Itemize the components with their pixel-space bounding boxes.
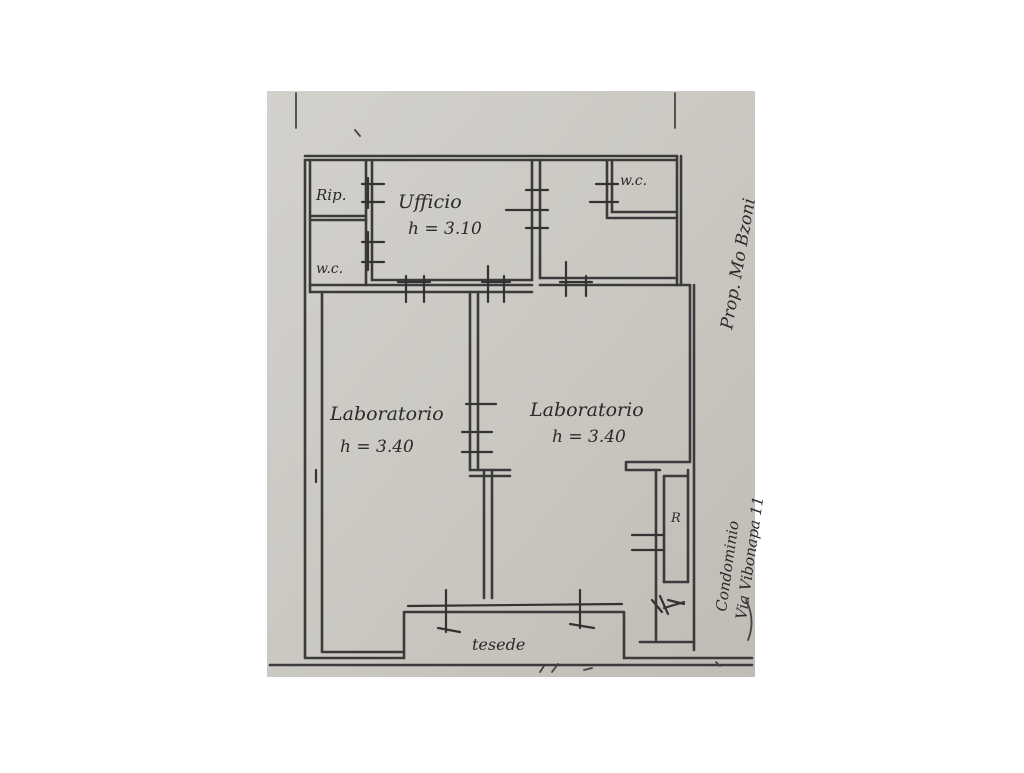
ink-scribble [539, 594, 753, 673]
label-laboratorio-right-height: h = 3.40 [552, 427, 626, 447]
label-wc-right: w.c. [620, 173, 647, 189]
label-laboratorio-left-height: h = 3.40 [340, 437, 414, 457]
ink-speck [354, 129, 361, 137]
label-tesede: tesede [472, 635, 525, 654]
door-marks [314, 176, 666, 634]
label-wc-left: w.c. [316, 261, 343, 277]
outer-walls [268, 154, 754, 667]
interior-walls [308, 158, 690, 642]
label-ufficio-height: h = 3.10 [408, 219, 482, 239]
label-ripostiglio: Rip. [315, 186, 346, 204]
label-closet: R [670, 511, 681, 526]
paper-background [267, 91, 755, 677]
label-ufficio: Ufficio [398, 191, 462, 213]
label-laboratorio-left: Laboratorio [329, 403, 444, 425]
label-laboratorio-right: Laboratorio [529, 399, 644, 421]
